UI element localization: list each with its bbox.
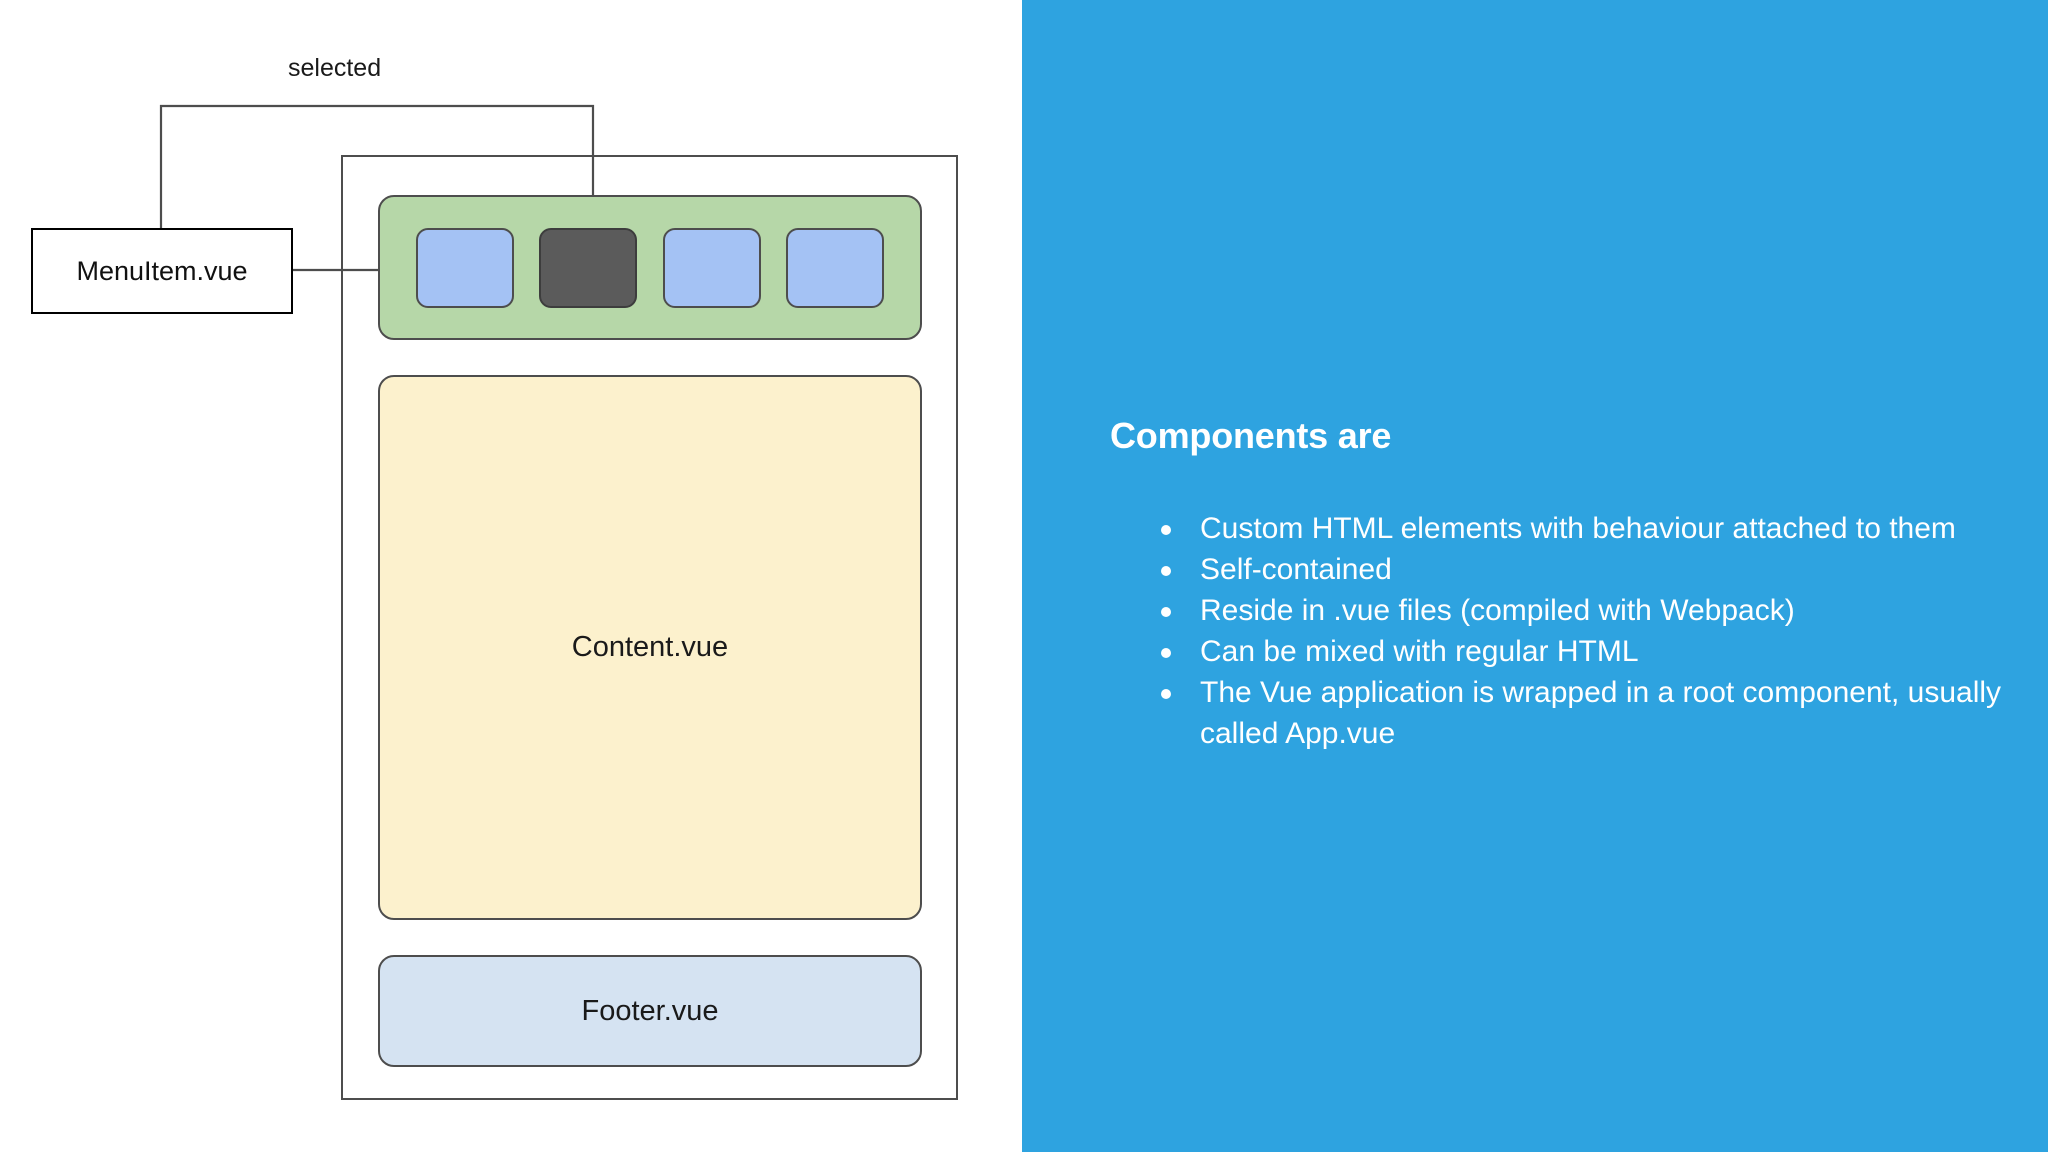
slide-title: Components are (1110, 415, 1392, 456)
menu-item-4[interactable] (786, 227, 885, 308)
application-frame (341, 155, 958, 1100)
bullet-dot-icon (1161, 607, 1171, 617)
bullet-dot-icon (1161, 566, 1171, 576)
bullet-text: Self-contained (1200, 553, 1392, 586)
bullet-item: Self-contained (1132, 549, 2002, 590)
bullet-dot-icon (1161, 689, 1171, 699)
slide-bullet-list: Custom HTML elements with behaviour atta… (1132, 508, 2002, 754)
bullet-dot-icon (1161, 525, 1171, 535)
connector-selected (159, 104, 601, 228)
bullet-dot-icon (1161, 648, 1171, 658)
menu-bar (378, 195, 922, 340)
content-vue-box[interactable]: Content.vue (378, 375, 922, 920)
bullet-text: Reside in .vue files (compiled with Webp… (1200, 594, 1795, 627)
callout-menuitem-vue[interactable]: MenuItem.vue (31, 228, 293, 314)
callout-menuitem-vue-label: MenuItem.vue (76, 255, 248, 286)
menu-item-3[interactable] (662, 227, 761, 308)
bullet-item: Custom HTML elements with behaviour atta… (1132, 508, 2002, 549)
content-vue-label: Content.vue (571, 631, 729, 663)
bullet-text: Custom HTML elements with behaviour atta… (1200, 512, 1956, 545)
bullet-text: The Vue application is wrapped in a root… (1200, 676, 2002, 750)
slide-text-panel: Components are Custom HTML elements with… (1022, 0, 2048, 1152)
footer-vue-label: Footer.vue (581, 994, 719, 1027)
diagram-panel: selected MenuItem.vue Content.vue Footer… (0, 0, 1022, 1152)
menu-items-row (380, 197, 920, 338)
footer-vue-box[interactable]: Footer.vue (378, 955, 922, 1067)
bullet-item: Reside in .vue files (compiled with Webp… (1132, 590, 2002, 631)
bullet-item: The Vue application is wrapped in a root… (1132, 672, 2002, 754)
bullet-item: Can be mixed with regular HTML (1132, 631, 2002, 672)
menu-item-2-selected[interactable] (539, 227, 638, 308)
bullet-text: Can be mixed with regular HTML (1200, 635, 1639, 668)
edge-label-selected: selected (288, 54, 382, 82)
menu-item-1[interactable] (415, 227, 514, 308)
